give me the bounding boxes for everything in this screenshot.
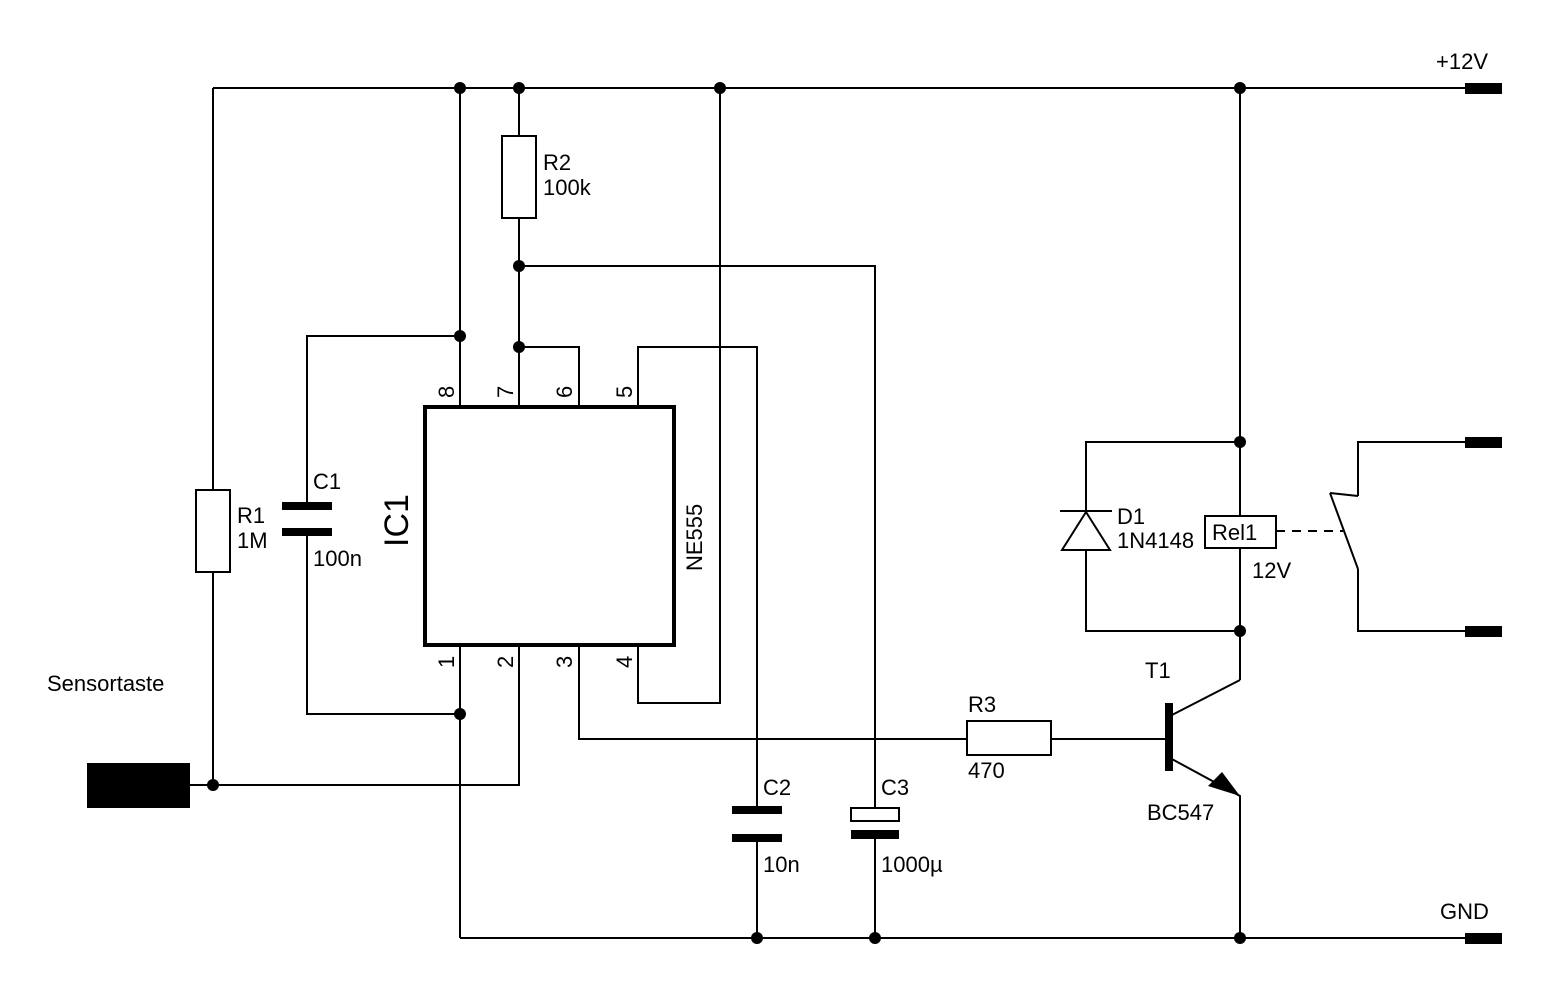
r1-ref: R1: [237, 503, 265, 528]
r3-value: 470: [968, 758, 1005, 783]
ic1-value: NE555: [682, 504, 707, 571]
sensor-label: Sensortaste: [47, 671, 164, 696]
c3-ref: C3: [881, 775, 909, 800]
c2-ref: C2: [763, 775, 791, 800]
ic1-pin-4: 4: [612, 656, 637, 668]
junction-dots: [207, 82, 1246, 944]
junction-dot: [454, 708, 466, 720]
c1-capacitor: [282, 502, 332, 536]
r2-resistor: [501, 135, 537, 219]
junction-dot: [869, 932, 881, 944]
t1-value: BC547: [1147, 800, 1214, 825]
junction-dot: [1234, 436, 1246, 448]
d1-value: 1N4148: [1117, 528, 1194, 553]
ic1-ref: IC1: [378, 494, 416, 547]
ic1-pin-8: 8: [434, 386, 459, 398]
d1-diode: [1060, 510, 1112, 551]
c2-value: 10n: [763, 852, 800, 877]
rel1-value: 12V: [1252, 558, 1291, 583]
rel1-ref: Rel1: [1212, 520, 1257, 545]
ic1-pin-5: 5: [612, 386, 637, 398]
c1-ref: C1: [313, 469, 341, 494]
r1-resistor: [195, 489, 231, 573]
switch-terminal-bottom: [1465, 626, 1502, 637]
junction-dot: [454, 330, 466, 342]
c3-value: 1000µ: [881, 852, 943, 877]
r2-ref: R2: [543, 150, 571, 175]
gnd-terminal: [1465, 933, 1502, 944]
labels: +12V GND Sensortaste R1 1M R2 100k R3 47…: [47, 49, 1489, 924]
junction-dot: [513, 82, 525, 94]
ic1-pin-7: 7: [493, 386, 518, 398]
ic1-pin-2: 2: [493, 656, 518, 668]
junction-dot: [513, 260, 525, 272]
rel1-coil: [1204, 515, 1277, 549]
ic1-pin-6: 6: [552, 386, 577, 398]
t1-ref: T1: [1145, 658, 1171, 683]
r1-value: 1M: [237, 528, 268, 553]
d1-ref: D1: [1117, 504, 1145, 529]
c3-capacitor: [850, 807, 900, 839]
terminals: [87, 83, 1502, 944]
junction-dot: [1234, 82, 1246, 94]
vcc-label: +12V: [1436, 49, 1488, 74]
r2-value: 100k: [543, 175, 592, 200]
junction-dot: [513, 341, 525, 353]
ic1-body: [423, 405, 676, 647]
ic1-pin-stubs: [459, 645, 520, 668]
c2-capacitor: [732, 806, 782, 842]
ic1-pin-3: 3: [552, 656, 577, 668]
c1-value: 100n: [313, 546, 362, 571]
sensor-pad: [87, 763, 190, 808]
r3-ref: R3: [968, 692, 996, 717]
junction-dot: [1234, 932, 1246, 944]
vcc-terminal: [1465, 83, 1502, 94]
junction-dot: [207, 779, 219, 791]
junction-dot: [714, 82, 726, 94]
junction-dot: [454, 82, 466, 94]
junction-dot: [1234, 625, 1246, 637]
ic1-pin-1: 1: [434, 656, 459, 668]
switch-terminal-top: [1465, 437, 1502, 448]
junction-dot: [751, 932, 763, 944]
wires: [190, 87, 1465, 939]
t1-transistor: [1165, 703, 1240, 796]
r3-resistor: [966, 720, 1052, 756]
gnd-label: GND: [1440, 899, 1489, 924]
